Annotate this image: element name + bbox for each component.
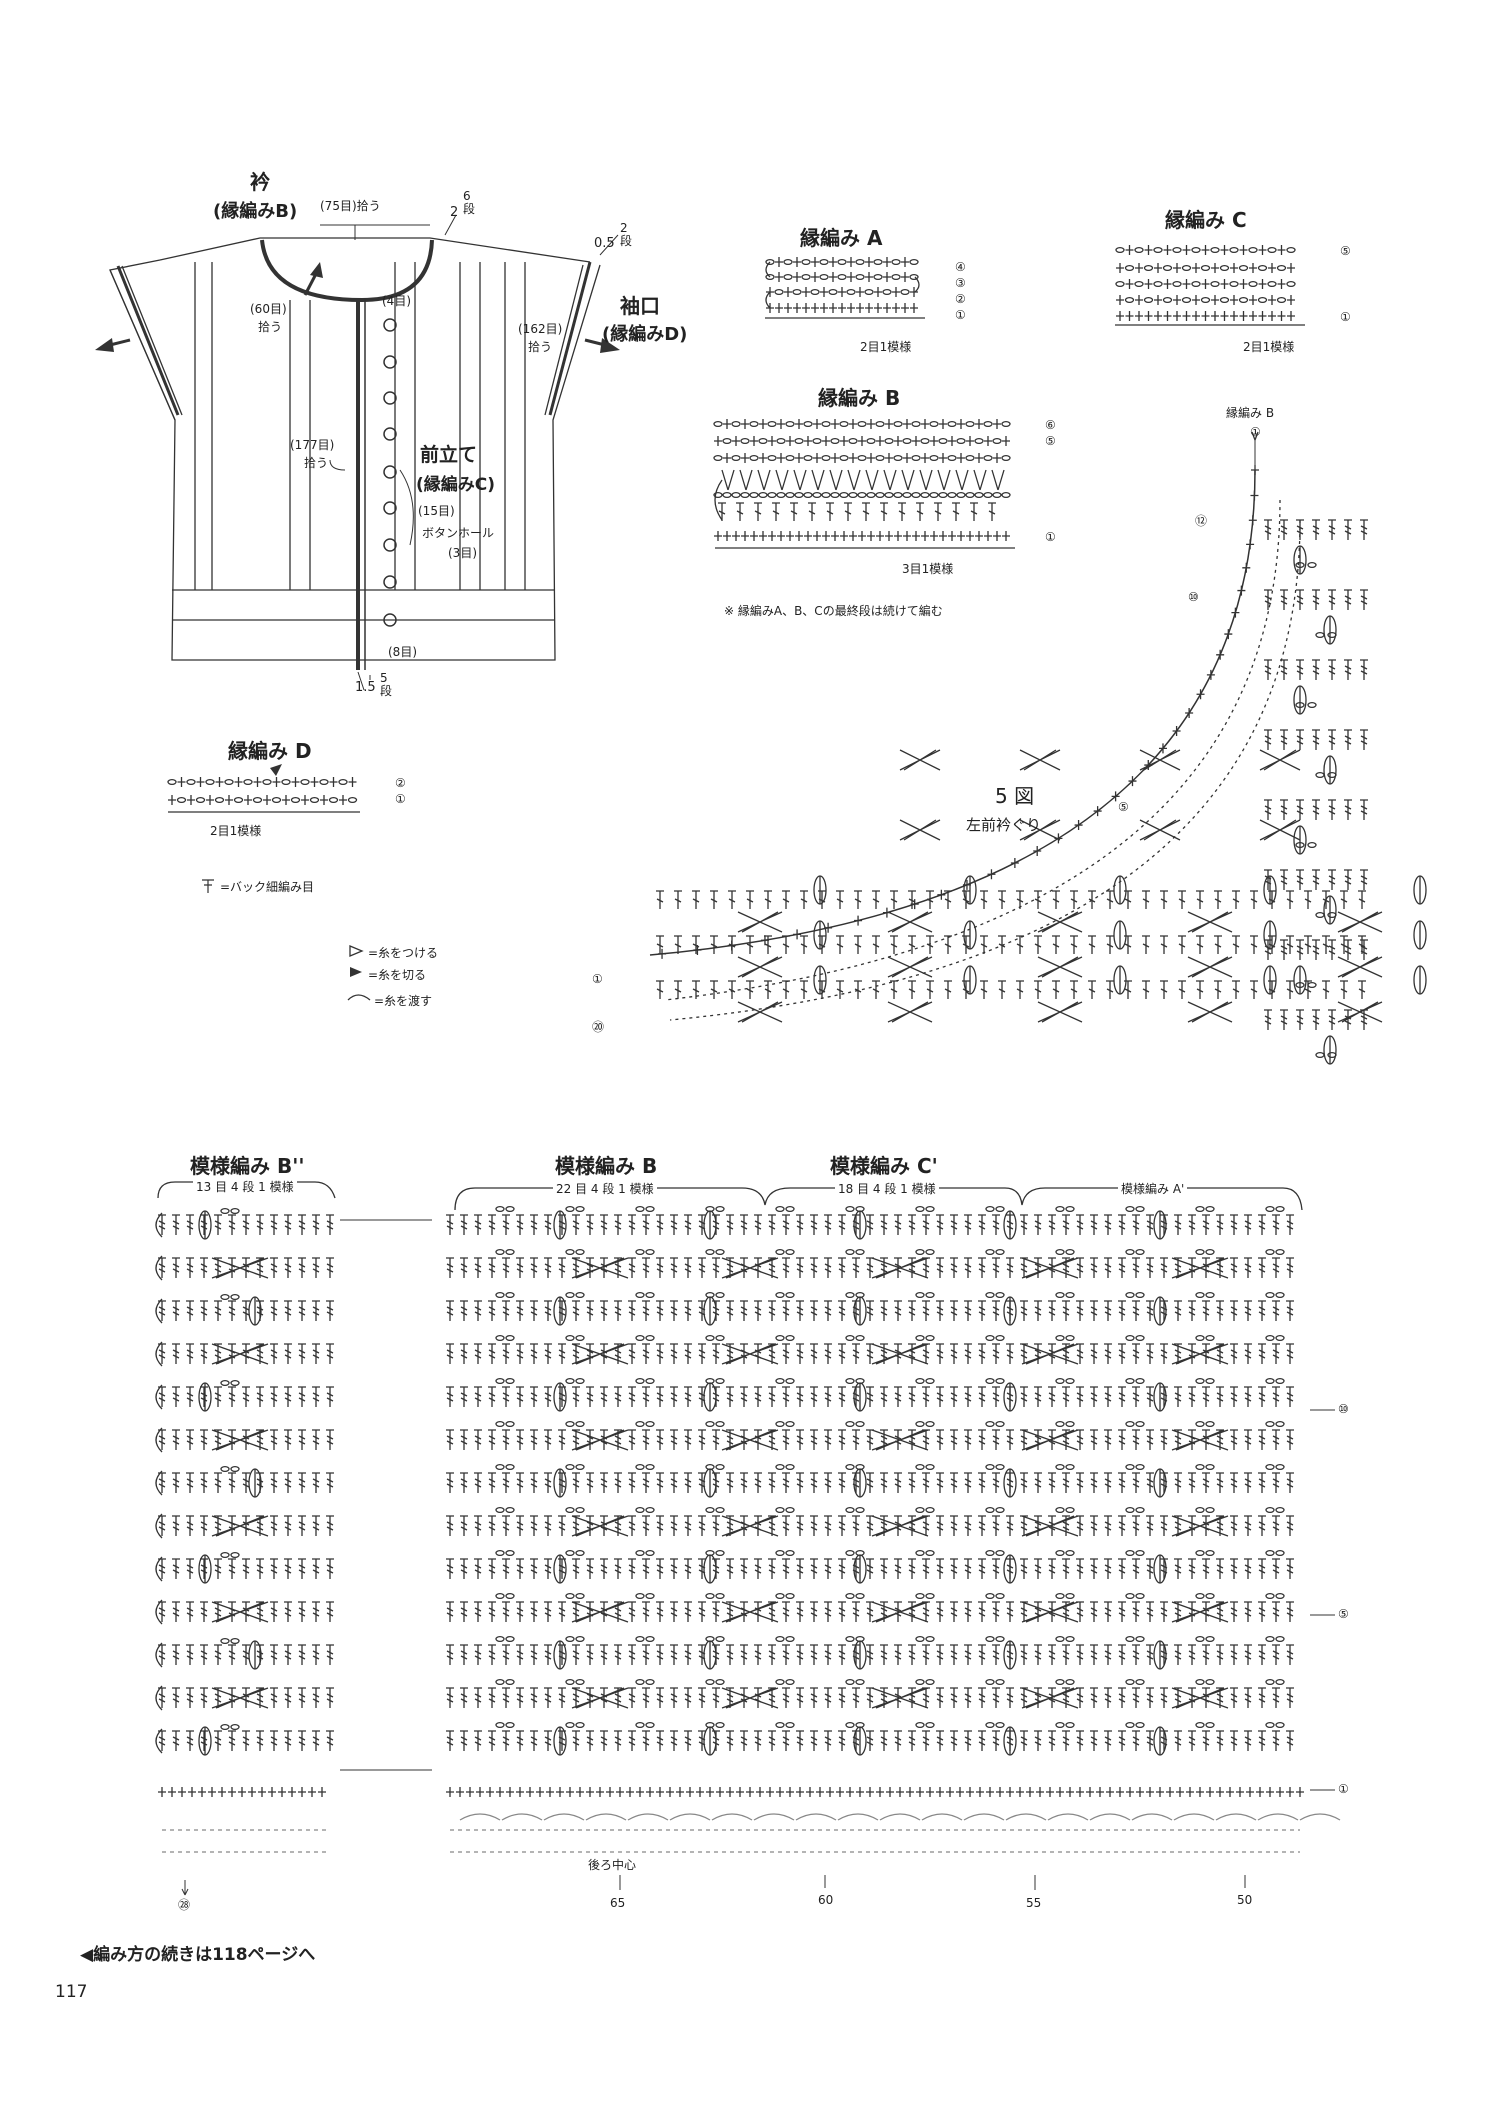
front-band-title: 前立て <box>420 444 478 466</box>
edging-a-row-1: ① <box>955 308 966 322</box>
buttonhole-label: ボタンホール <box>422 526 495 540</box>
buttonhole-count: (3目) <box>448 546 477 560</box>
pattern-b-double-prime-repeat: 13 目 4 段 1 模様 <box>193 1178 297 1195</box>
cut-yarn-mark <box>270 764 282 776</box>
sleeve-rows: 2段 <box>620 221 633 248</box>
edging-d-title: 縁編み D <box>228 739 312 763</box>
eight-stitch-label: (8目) <box>388 645 417 659</box>
pattern-b-title: 模様編み B <box>555 1154 658 1178</box>
main-row-5: ⑤ <box>1338 1607 1349 1621</box>
neck-curve-dashed-1 <box>664 499 1281 1001</box>
fig5-subtitle: 左前衿ぐり <box>966 816 1042 834</box>
front-band-subtitle: (縁編みC) <box>416 475 496 495</box>
edging-d-rows <box>167 777 358 805</box>
edging-c-row-1: ① <box>1340 310 1351 324</box>
edging-d-repeat: 2目1模様 <box>210 824 262 838</box>
collar-title: 衿 <box>250 170 270 194</box>
cuff-subtitle: (縁編みD) <box>602 324 688 345</box>
edging-d-chart <box>168 764 360 813</box>
stitch-number-28: ㉘ <box>178 1898 191 1912</box>
neck-pickup-text: 拾う <box>258 320 283 334</box>
pattern-b-repeat: 22 目 4 段 1 模様 <box>553 1180 657 1197</box>
bottom-dimension: 1.5 <box>355 680 376 695</box>
fifteen-stitch-label: (15目) <box>418 504 455 518</box>
edging-a-repeat: 2目1模様 <box>860 340 912 354</box>
edging-c-row-5: ⑤ <box>1340 244 1351 258</box>
fig5-title: 5 図 <box>995 784 1035 808</box>
stitch-number-60: 60 <box>818 1893 834 1907</box>
edging-a-row-4: ④ <box>955 260 966 274</box>
fig5-row-1-top: ① <box>1250 425 1261 439</box>
cuff-title: 袖口 <box>620 294 660 318</box>
edging-c-rows <box>1115 245 1296 321</box>
back-center-label: 後ろ中心 <box>588 1856 637 1873</box>
edging-c-title: 縁編み C <box>1165 208 1247 232</box>
sleeve-dimension: 0.5 <box>594 236 615 251</box>
garment-schematic <box>95 214 620 691</box>
main-row-10: ⑩ <box>1338 1402 1349 1416</box>
pattern-c-repeat: 18 目 4 段 1 模様 <box>835 1180 939 1197</box>
chart-pattern-b-c-a <box>446 1205 1341 1853</box>
edging-b-repeat: 3目1模様 <box>902 562 954 576</box>
chart-pattern-b-double-prime <box>155 1207 334 1853</box>
stitch-number-65: 65 <box>610 1896 626 1910</box>
legend-back-sc: =バック細編み目 <box>220 880 315 894</box>
figure-5-stitch-grid <box>656 519 1427 1065</box>
buttonhole-circles <box>383 318 397 627</box>
front-pickup-count: (177目) <box>290 438 335 452</box>
stitch-number-55: 55 <box>1026 1896 1042 1910</box>
shoulder-line <box>159 237 591 263</box>
bottom-rows: 5段 <box>380 671 393 698</box>
top-rows: 6段 <box>463 189 476 216</box>
fig5-edging-label: 縁編み B <box>1226 406 1275 420</box>
edging-note: ※ 縁編みA、B、Cの最終段は続けて編む <box>724 604 943 618</box>
legend-pass: =糸を渡す <box>374 994 433 1008</box>
pattern-a-title: 模様編み A' <box>1118 1180 1188 1197</box>
neck-curve-dashed-2 <box>669 519 1301 1021</box>
legend-symbols <box>202 879 371 1001</box>
neck-pickup-count: (60目) <box>250 302 287 316</box>
edging-a-chart <box>765 317 925 319</box>
fig5-row-12: ⑫ <box>1195 514 1208 528</box>
row-arrows <box>181 1409 1335 1896</box>
legend-join: =糸をつける <box>368 946 439 960</box>
edging-a-title: 縁編み A <box>800 226 883 250</box>
fig5-row-10: ⑩ <box>1188 590 1199 604</box>
four-stitch-label: (4目) <box>382 294 411 308</box>
edging-a-rows <box>765 257 920 313</box>
page-number: 117 <box>55 1982 88 2002</box>
edging-a-row-3: ③ <box>955 276 966 290</box>
cuff-pickup-count: (162目) <box>518 322 563 336</box>
fig5-row-5: ⑤ <box>1118 800 1129 814</box>
edging-d-row-2: ② <box>395 776 406 790</box>
fig5-row-1-left: ① <box>592 972 603 986</box>
neck-curve-outer <box>649 469 1256 956</box>
edging-a-row-2: ② <box>955 292 966 306</box>
edging-b-rows <box>713 419 1011 541</box>
edging-b-row-1: ① <box>1045 530 1056 544</box>
top-dimension: 2 <box>450 205 459 220</box>
collar-pickup-label: (75目)拾う <box>320 199 381 213</box>
continuation-note: ◀編み方の続きは118ページへ <box>80 1945 316 1965</box>
cuff-pickup-text: 拾う <box>528 340 553 354</box>
front-pickup-text: 拾う <box>304 456 329 470</box>
edging-b-row-5: ⑤ <box>1045 434 1056 448</box>
main-row-1: ① <box>1338 1782 1349 1796</box>
edging-b-title: 縁編み B <box>818 386 901 410</box>
figure-5-curve-stitches <box>658 465 1259 959</box>
collar-subtitle: (縁編みB) <box>213 201 298 222</box>
fig5-row-20: ⑳ <box>592 1020 605 1034</box>
stitch-number-50: 50 <box>1237 1893 1253 1907</box>
edging-b-row-6: ⑥ <box>1045 418 1056 432</box>
edging-d-row-1: ① <box>395 792 406 806</box>
legend-cut: =糸を切る <box>368 968 427 982</box>
edging-c-repeat: 2目1模様 <box>1243 340 1295 354</box>
pattern-b-double-prime-title: 模様編み B'' <box>190 1154 305 1178</box>
pattern-c-title: 模様編み C' <box>830 1154 938 1178</box>
